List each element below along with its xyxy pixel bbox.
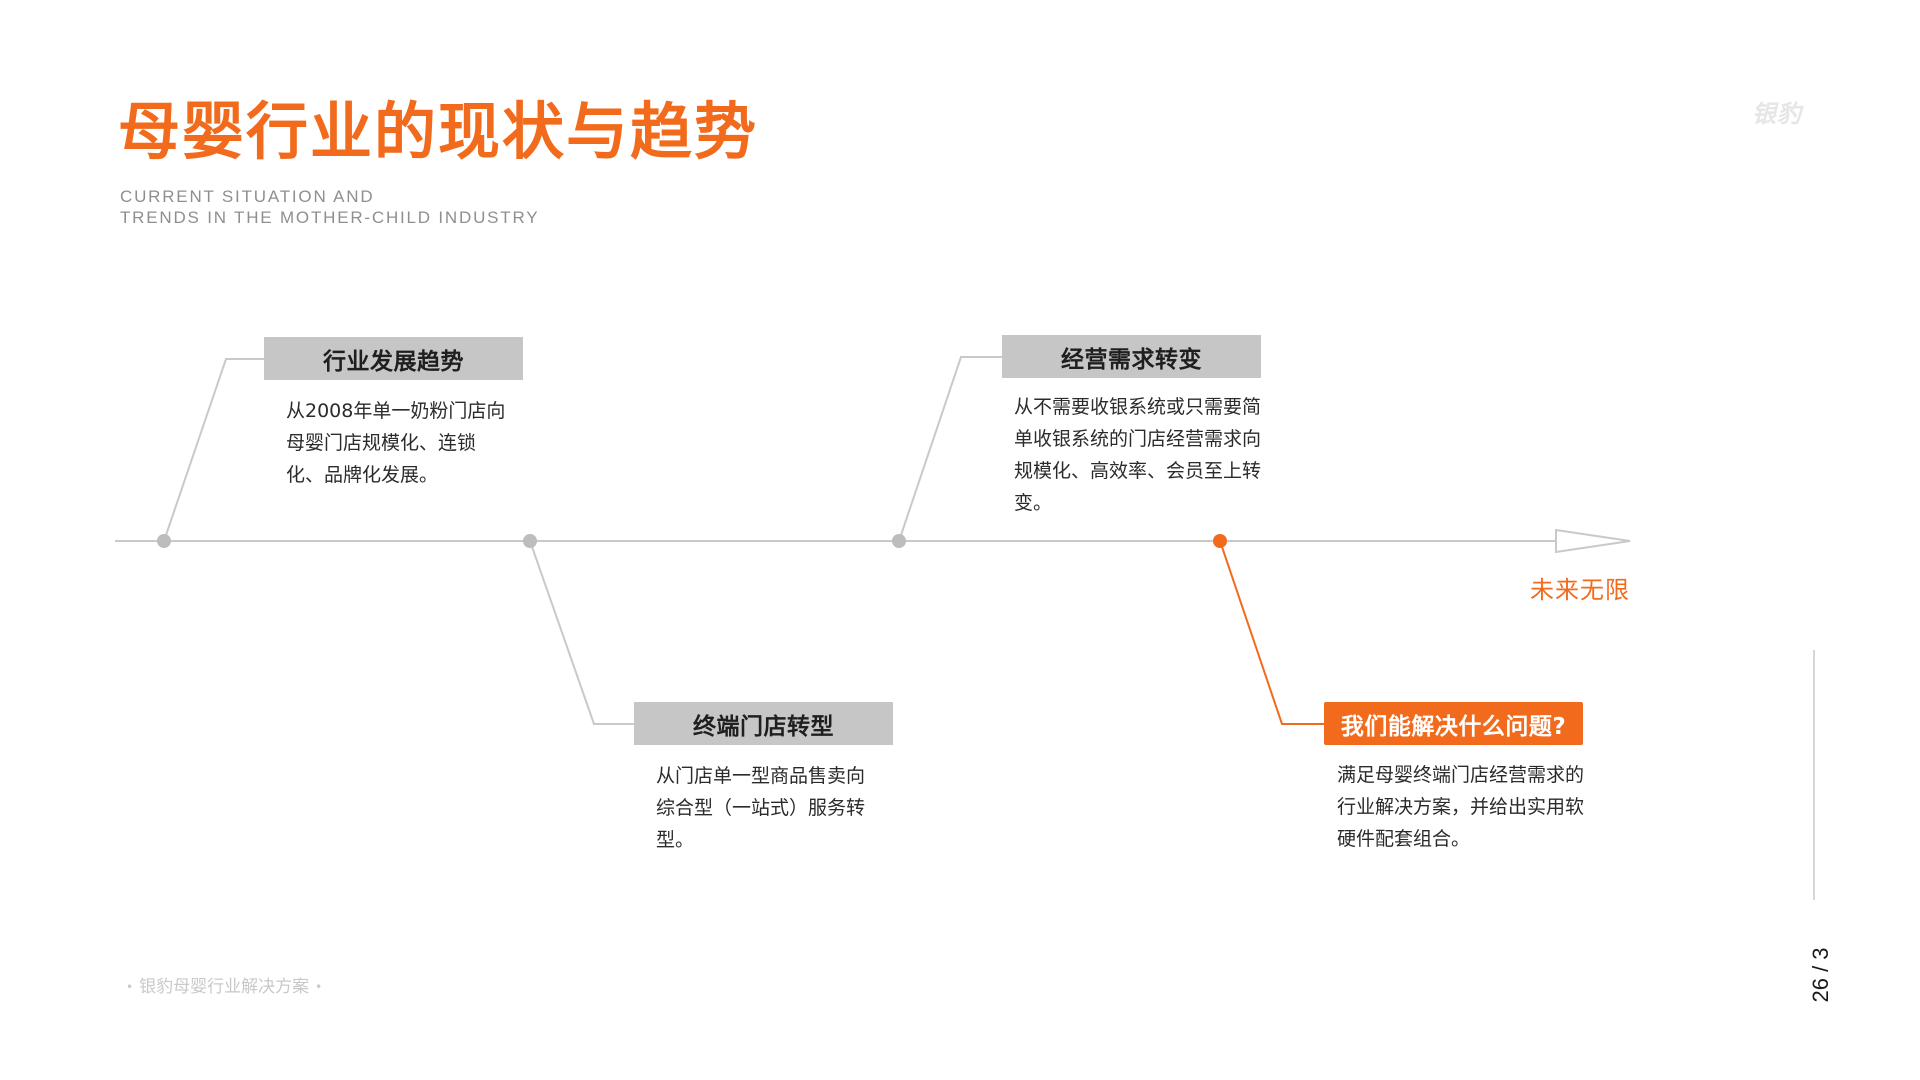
connector-stage-4 <box>1219 540 1324 725</box>
stage-title-4: 我们能解决什么问题? <box>1324 702 1583 745</box>
connector-stage-3 <box>898 356 1002 542</box>
stage-title-1: 行业发展趋势 <box>264 337 523 380</box>
stage-desc-2: 从门店单一型商品售卖向综合型（一站式）服务转型。 <box>656 765 866 851</box>
stage-desc-4: 满足母婴终端门店经营需求的行业解决方案，并给出实用软硬件配套组合。 <box>1337 764 1585 850</box>
stage-desc-3: 从不需要收银系统或只需要简单收银系统的门店经营需求向规模化、高效率、会员至上转变… <box>1014 396 1262 514</box>
subtitle-line-2: TRENDS IN THE MOTHER-CHILD INDUSTRY <box>120 208 540 227</box>
node-stage-1 <box>157 534 171 548</box>
subtitle-line-1: CURRENT SITUATION AND <box>120 187 375 206</box>
footer: • 银豹母婴行业解决方案 • <box>120 972 328 997</box>
stage-desc-1: 从2008年单一奶粉门店向母婴门店规模化、连锁化、品牌化发展。 <box>286 400 506 486</box>
page-title: 母婴行业的现状与趋势 <box>118 95 759 168</box>
brand-logo: 银豹 <box>1752 100 1802 128</box>
footer-text: 银豹母婴行业解决方案 <box>139 977 310 997</box>
connector-stage-1 <box>163 358 264 542</box>
stage-title-2: 终端门店转型 <box>634 702 893 745</box>
stage-title-3: 经营需求转变 <box>1002 335 1261 378</box>
page-number: 26 / 3 <box>1808 947 1833 1003</box>
connector-stage-2 <box>529 540 634 725</box>
node-stage-3 <box>892 534 906 548</box>
page-subtitle: CURRENT SITUATION AND TRENDS IN THE MOTH… <box>120 186 539 228</box>
node-stage-4 <box>1213 534 1227 548</box>
timeline-end-label: 未来无限 <box>1530 576 1630 604</box>
footer-dot-right: • <box>315 980 323 994</box>
timeline-arrow <box>1555 528 1631 554</box>
footer-dot-left: • <box>126 980 134 994</box>
node-stage-2 <box>523 534 537 548</box>
